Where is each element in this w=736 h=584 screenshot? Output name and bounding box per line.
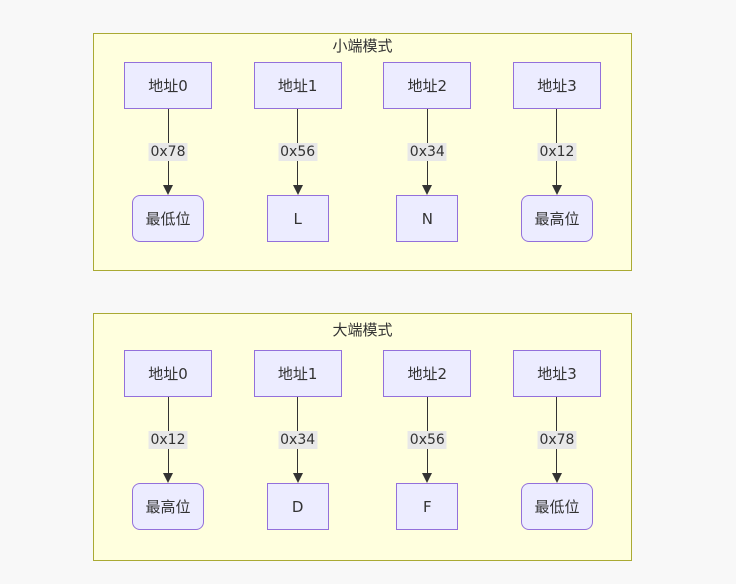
arrow-down-icon [292, 473, 303, 483]
columns-row: 地址0 0x12 最高位 地址1 0x34 D 地址2 [94, 350, 631, 530]
address-node: 地址1 [253, 62, 342, 109]
significance-node: 最高位 [132, 483, 204, 530]
diagram-title: 小端模式 [332, 37, 393, 55]
edge-label: 0x78 [537, 431, 577, 449]
arrow-down-icon [551, 185, 562, 195]
byte-column: 地址2 0x56 F [383, 350, 472, 530]
edge-label: 0x34 [407, 143, 447, 161]
arrow-edge: 0x34 [383, 109, 471, 195]
arrow-edge: 0x78 [513, 397, 601, 483]
arrow-edge: 0x56 [254, 109, 342, 195]
significance-node: 最低位 [132, 195, 204, 242]
byte-column: 地址2 0x34 N [383, 62, 472, 242]
byte-column: 地址1 0x34 D [253, 350, 342, 530]
significance-node: D [266, 483, 329, 530]
significance-node: 最低位 [520, 483, 593, 530]
diagram-title: 大端模式 [332, 321, 393, 339]
address-node: 地址2 [383, 62, 472, 109]
little-endian-diagram: 小端模式 地址0 0x78 最低位 地址1 0x56 L [93, 33, 632, 271]
arrow-edge: 0x78 [124, 109, 212, 195]
arrow-down-icon [163, 473, 173, 483]
big-endian-diagram: 大端模式 地址0 0x12 最高位 地址1 0x34 D [93, 313, 632, 561]
arrow-down-icon [422, 473, 433, 483]
edge-label: 0x12 [148, 431, 188, 449]
significance-node: L [266, 195, 329, 242]
arrow-edge: 0x12 [124, 397, 212, 483]
arrow-edge: 0x34 [254, 397, 342, 483]
edge-label: 0x78 [148, 143, 188, 161]
edge-label: 0x56 [278, 143, 318, 161]
arrow-edge: 0x56 [383, 397, 471, 483]
address-node: 地址0 [124, 62, 212, 109]
address-node: 地址3 [512, 350, 601, 397]
byte-column: 地址3 0x78 最低位 [512, 350, 601, 530]
significance-node: F [396, 483, 459, 530]
byte-column: 地址0 0x78 最低位 [124, 62, 212, 242]
edge-label: 0x34 [278, 431, 318, 449]
arrow-edge: 0x12 [513, 109, 601, 195]
edge-label: 0x12 [537, 143, 577, 161]
address-node: 地址3 [512, 62, 601, 109]
byte-column: 地址3 0x12 最高位 [512, 62, 601, 242]
byte-column: 地址1 0x56 L [253, 62, 342, 242]
significance-node: N [396, 195, 459, 242]
arrow-down-icon [422, 185, 433, 195]
arrow-down-icon [163, 185, 173, 195]
address-node: 地址2 [383, 350, 472, 397]
arrow-down-icon [292, 185, 303, 195]
address-node: 地址0 [124, 350, 212, 397]
byte-column: 地址0 0x12 最高位 [124, 350, 212, 530]
arrow-down-icon [551, 473, 562, 483]
address-node: 地址1 [253, 350, 342, 397]
columns-row: 地址0 0x78 最低位 地址1 0x56 L 地址2 [94, 62, 631, 242]
significance-node: 最高位 [520, 195, 593, 242]
edge-label: 0x56 [407, 431, 447, 449]
